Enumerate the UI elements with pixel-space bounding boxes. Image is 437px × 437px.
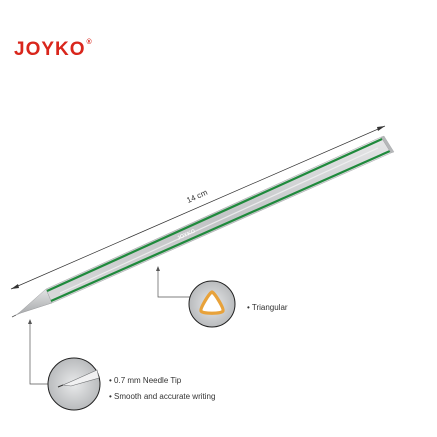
dimension-line (10, 125, 386, 290)
pen-stripe-top (46, 137, 383, 293)
registered-mark: ® (86, 39, 93, 46)
triangle-icon (199, 290, 225, 315)
triangular-callout (156, 266, 236, 328)
pen-stripe-bottom (50, 149, 391, 303)
pen: JOYKO (11, 135, 395, 318)
pen-barrel (45, 136, 392, 304)
tip-callout (28, 319, 101, 411)
feature-triangular: • Triangular (247, 303, 288, 312)
joyko-logo: JOYKO® (14, 39, 93, 60)
feature-needle-tip: • 0.7 mm Needle Tip (109, 376, 182, 385)
tip-detail-cone (61, 369, 100, 387)
logo-text: JOYKO (14, 39, 86, 60)
pen-end-cap (380, 135, 395, 154)
feature-smooth-writing: • Smooth and accurate writing (109, 392, 216, 401)
pen-tip (15, 288, 53, 316)
